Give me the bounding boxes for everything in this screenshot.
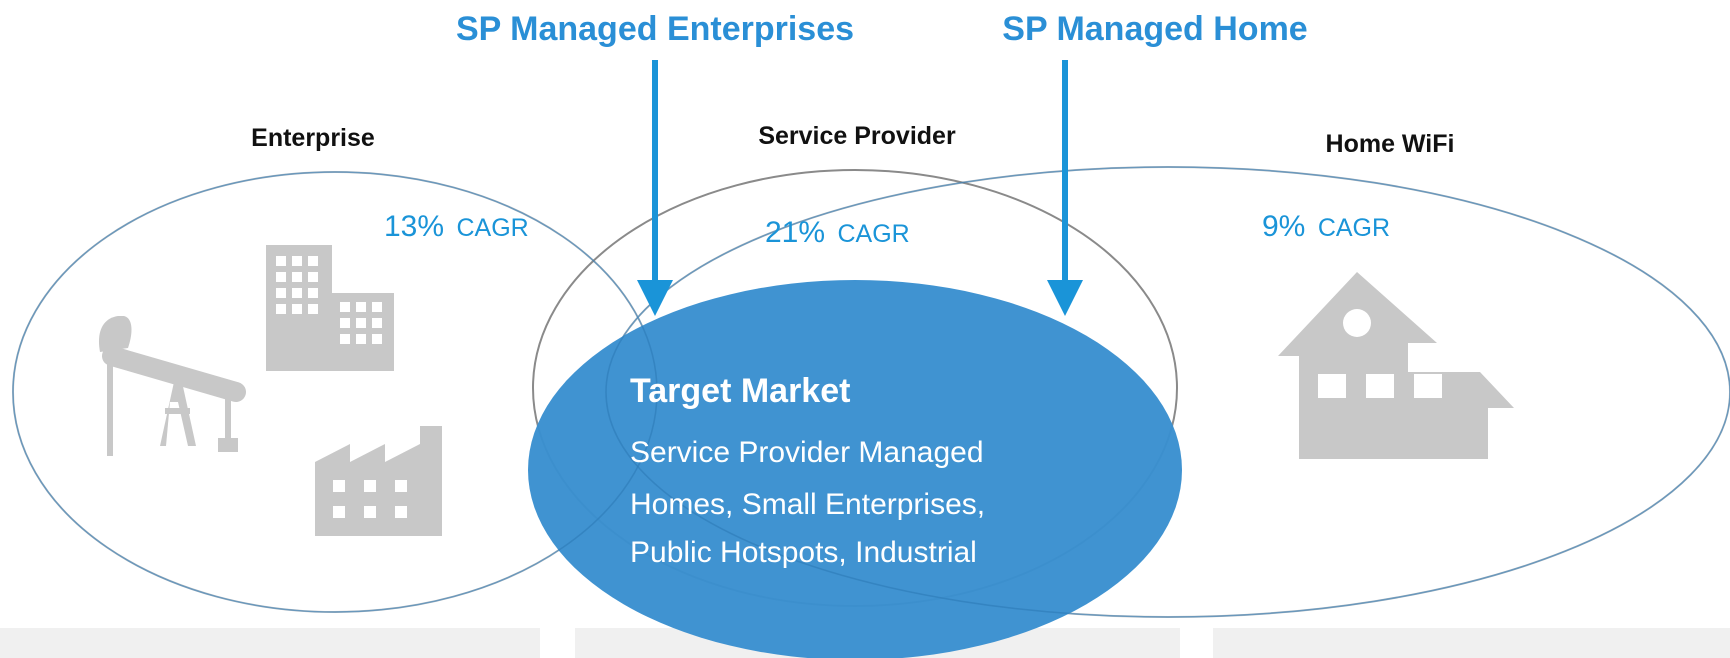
cagr-service-provider: 21% CAGR bbox=[765, 216, 910, 249]
bottom-panel-left bbox=[0, 628, 540, 658]
target-market-ellipse bbox=[528, 280, 1182, 658]
target-market-line-3: Public Hotspots, Industrial bbox=[630, 536, 977, 569]
callout-sp-managed-enterprises: SP Managed Enterprises bbox=[456, 10, 854, 48]
cagr-service-provider-value: 21% bbox=[765, 216, 825, 249]
cagr-home-wifi: 9% CAGR bbox=[1262, 210, 1390, 243]
target-market-title: Target Market bbox=[630, 372, 850, 410]
cagr-service-provider-unit: CAGR bbox=[838, 220, 910, 248]
segment-label-home-wifi: Home WiFi bbox=[1326, 130, 1455, 158]
bottom-panel-right bbox=[1213, 628, 1730, 658]
cagr-enterprise-unit: CAGR bbox=[457, 214, 529, 242]
overlap-outline-home bbox=[605, 166, 1730, 618]
segment-label-service-provider: Service Provider bbox=[758, 122, 956, 150]
target-market-line-2: Homes, Small Enterprises, bbox=[630, 488, 985, 521]
overlap-outline-enterprise bbox=[12, 171, 658, 613]
segment-label-enterprise: Enterprise bbox=[251, 124, 375, 152]
callout-sp-managed-home: SP Managed Home bbox=[1002, 10, 1307, 48]
office-buildings-icon bbox=[266, 245, 394, 371]
cagr-enterprise-value: 13% bbox=[384, 210, 444, 243]
cagr-enterprise: 13% CAGR bbox=[384, 210, 529, 243]
cagr-home-wifi-value: 9% bbox=[1262, 210, 1305, 243]
factory-icon bbox=[315, 426, 442, 536]
oil-pump-icon bbox=[98, 316, 246, 456]
house-icon bbox=[1278, 272, 1514, 459]
target-market-line-1: Service Provider Managed bbox=[630, 436, 984, 469]
cagr-home-wifi-unit: CAGR bbox=[1318, 214, 1390, 242]
